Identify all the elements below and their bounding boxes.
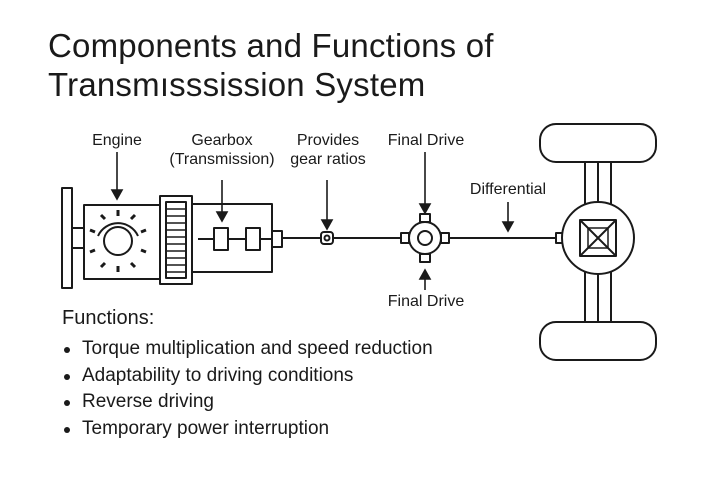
pointer-arrows (110, 152, 515, 290)
gearbox (159, 195, 283, 285)
rear-axle (539, 123, 657, 361)
rear-wheel-top (539, 123, 657, 163)
function-item: Reverse driving (62, 389, 433, 416)
engine-label: Engine (92, 132, 142, 149)
title-line-1: Components and Functions of (48, 27, 494, 64)
gearbox-label: Gearbox (Transmission) (160, 131, 284, 169)
gear-ratios-label-line-2: gear ratios (290, 151, 366, 168)
propeller-shaft (282, 231, 403, 245)
final-drive-unit (400, 213, 565, 263)
functions-list: Torque multiplication and speed reductio… (62, 336, 433, 442)
gear-ratios-label-line-1: Provides (296, 132, 360, 149)
diagram-title: Components and Functions of Transmısssis… (48, 26, 494, 104)
gearbox-label-line-2: (Transmission) (169, 151, 275, 168)
final-drive-label-bottom: Final Drive (387, 293, 465, 310)
function-item: Temporary power interruption (62, 416, 433, 443)
functions-heading: Functions: (62, 307, 155, 329)
differential-label: Differential (469, 181, 547, 198)
final-drive-label-top: Final Drive (387, 132, 465, 149)
rear-wheel-bottom (539, 321, 657, 361)
title-line-2: Transmısssission System (48, 66, 426, 103)
gearbox-label-line-1: Gearbox (191, 132, 253, 149)
gear-ratios-label: Provides gear ratios (282, 131, 374, 169)
function-item: Adaptability to driving conditions (62, 363, 433, 390)
engine-block (83, 204, 161, 280)
engine-flywheel (61, 187, 85, 289)
function-item: Torque multiplication and speed reductio… (62, 336, 433, 363)
